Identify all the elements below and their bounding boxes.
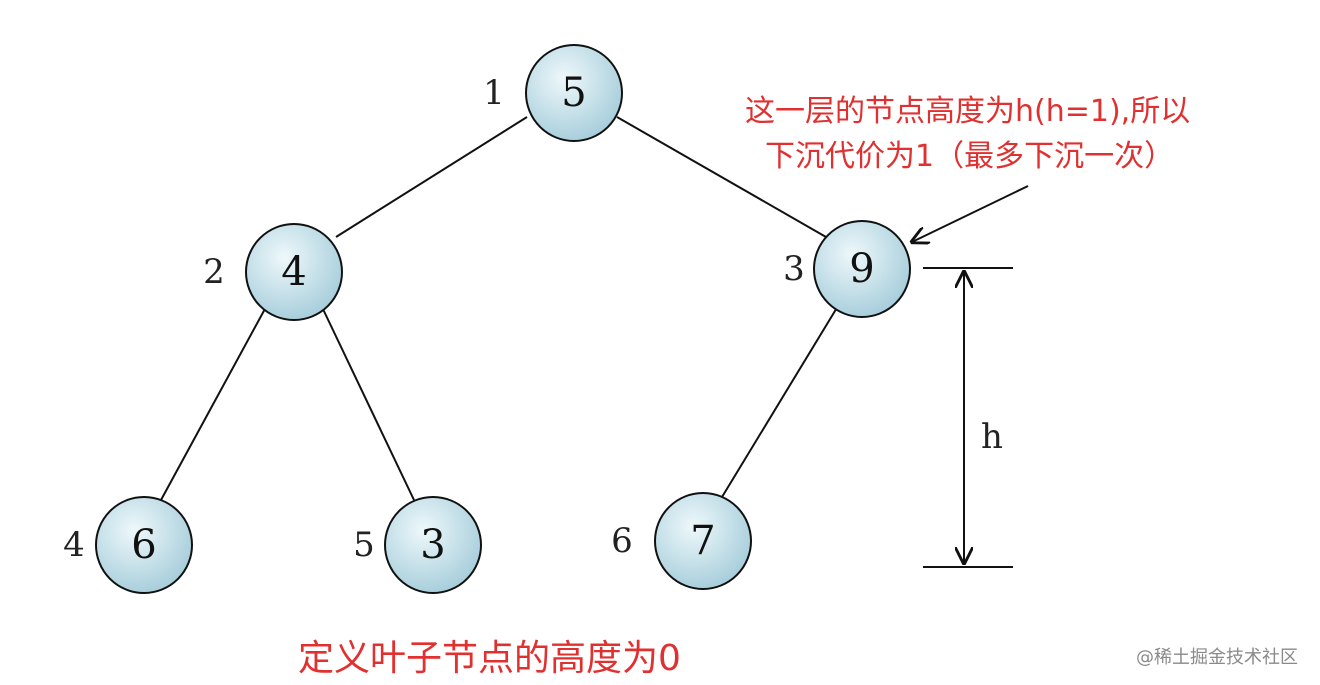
node-index: 1: [483, 73, 505, 113]
annotation-arrow: [912, 185, 1029, 242]
node-circle: [525, 44, 623, 142]
annotation-line-1: 这一层的节点高度为h(h=1),所以: [745, 94, 1190, 129]
node-value: 4: [281, 249, 306, 295]
height-dimension: [923, 267, 1013, 568]
edge-2-5: [321, 306, 415, 501]
node-index: 6: [611, 521, 633, 561]
edge-3-6: [721, 305, 839, 498]
edge-1-2: [335, 116, 528, 238]
tree-node: 3 5: [353, 496, 482, 594]
tree-node: 9 3: [783, 220, 911, 318]
node-value: 6: [131, 522, 156, 568]
node-circle: [245, 223, 343, 321]
annotation-line-2: 下沉代价为1（最多下沉一次）: [765, 139, 1174, 174]
tree-node: 4 2: [203, 223, 343, 321]
tree-node: 5 1: [483, 44, 623, 142]
tree-node: 6 4: [63, 496, 193, 594]
node-value: 7: [690, 518, 715, 564]
node-index: 3: [783, 249, 805, 289]
height-label: h: [981, 417, 1003, 457]
node-circle: [813, 220, 911, 318]
node-index: 2: [203, 252, 225, 292]
node-circle: [384, 496, 482, 594]
tree-edges: [160, 116, 839, 501]
node-value: 9: [849, 246, 874, 292]
node-value: 3: [420, 522, 445, 568]
watermark: @稀土掘金技术社区: [1136, 647, 1298, 668]
node-index: 4: [63, 525, 85, 565]
node-circle: [95, 496, 193, 594]
node-circle: [654, 492, 752, 590]
edge-1-3: [616, 116, 827, 238]
leaf-height-note: 定义叶子节点的高度为0: [298, 638, 681, 679]
edge-2-4: [160, 306, 267, 501]
node-index: 5: [353, 525, 375, 565]
node-value: 5: [561, 70, 586, 116]
tree-node: 7 6: [611, 492, 752, 590]
